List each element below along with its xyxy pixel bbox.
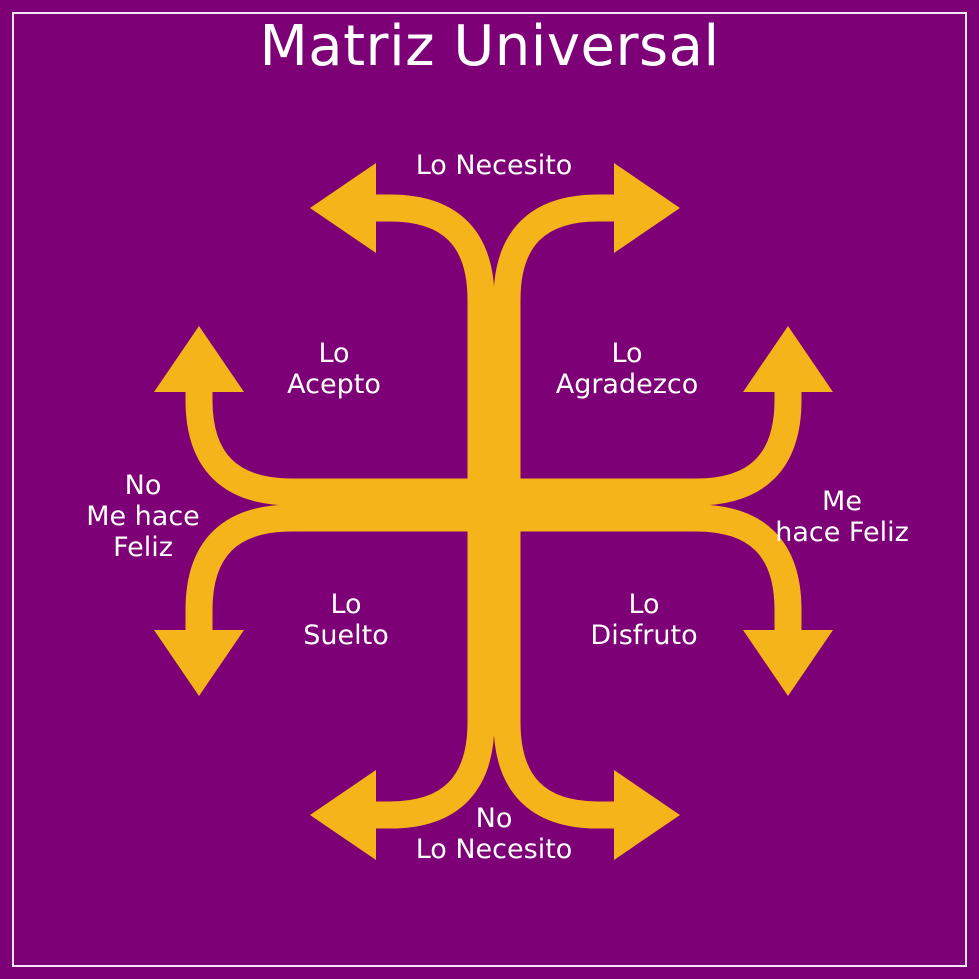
label-line: Acepto [287, 369, 381, 400]
label-line: Feliz [113, 532, 173, 563]
arrowhead-bottom-right [614, 770, 680, 860]
arrow-upper-right [494, 380, 802, 506]
arrow-lower-right [494, 504, 802, 635]
label-top: Lo Necesito [416, 150, 573, 181]
label-line: Lo Necesito [415, 834, 573, 865]
arrow-top-left [365, 194, 495, 505]
label-line: hace Feliz [775, 517, 909, 548]
page-title: Matriz Universal [259, 14, 720, 79]
arrowhead-top-right [614, 163, 680, 253]
label-line: No [124, 470, 162, 501]
arrowhead-lower-right [743, 630, 833, 696]
label-line: Disfruto [590, 620, 698, 651]
arrow-bottom-right [493, 505, 625, 829]
arrow-lower-left [185, 504, 494, 635]
label-line: Lo [330, 589, 362, 620]
label-line: No [475, 803, 513, 834]
label-line: Me [822, 486, 862, 517]
arrowhead-top-left [310, 163, 376, 253]
label-line: Agradezco [555, 369, 699, 400]
label-line: Lo Necesito [415, 150, 573, 181]
arrow-top-right [493, 194, 625, 505]
label-line: Lo [611, 338, 643, 369]
arrowhead-upper-right [743, 326, 833, 392]
arrow-upper-left [185, 380, 494, 506]
arrow-bottom-left [365, 505, 495, 829]
label-line: Lo [318, 338, 350, 369]
arrowhead-bottom-left [310, 770, 376, 860]
label-line: Suelto [303, 620, 389, 651]
label-line: Me hace [86, 501, 200, 532]
border-frame [12, 12, 967, 967]
label-line: Lo [628, 589, 660, 620]
arrowhead-upper-left [154, 326, 244, 392]
arrowhead-lower-left [154, 630, 244, 696]
